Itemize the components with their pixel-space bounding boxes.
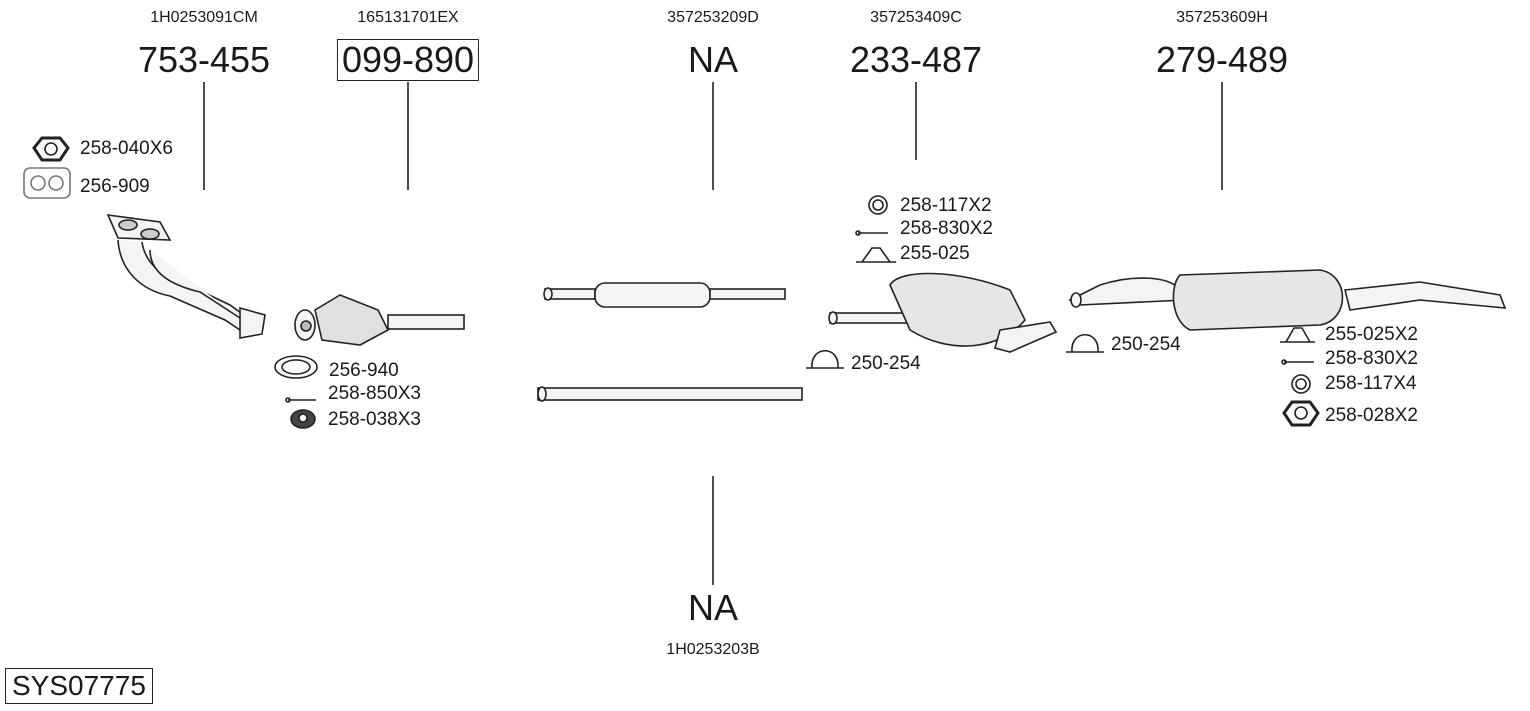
ring-gasket-icon — [274, 355, 318, 379]
exhaust-manifold — [106, 214, 266, 339]
system-id: SYS07775 — [5, 668, 153, 704]
accessory-label[interactable]: 258-040X6 — [80, 138, 173, 159]
bolt-icon — [285, 397, 316, 403]
accessory-label[interactable]: 258-830X2 — [1325, 348, 1418, 369]
leader-lines — [203, 82, 1223, 585]
oe-number: 1H0253203B — [666, 641, 760, 658]
oe-number: 357253409C — [870, 9, 962, 26]
rubber-mount-icon — [1280, 327, 1315, 343]
accessory-label[interactable]: 258-028X2 — [1325, 405, 1418, 426]
accessory-label[interactable]: 258-850X3 — [328, 383, 421, 404]
accessory-label[interactable]: 256-940 — [329, 360, 399, 381]
clamp-icon — [1066, 334, 1104, 353]
nut-icon — [1282, 400, 1320, 427]
intermediate-pipe — [537, 386, 803, 402]
rubber-mount-icon — [856, 247, 896, 263]
bolt-icon — [1281, 359, 1314, 365]
accessory-label[interactable]: 255-025 — [900, 243, 970, 264]
part-number[interactable]: 753-455 — [137, 39, 271, 80]
accessory-label[interactable]: 258-117X4 — [1325, 373, 1417, 394]
flange-nut-icon — [290, 409, 316, 429]
oe-number: 357253609H — [1176, 9, 1268, 26]
accessory-label[interactable]: 250-254 — [851, 353, 921, 374]
oe-number: 1H0253091CM — [150, 9, 258, 26]
part-number-highlighted[interactable]: 099-890 — [336, 39, 480, 81]
accessory-label[interactable]: 255-025X2 — [1325, 324, 1418, 345]
clamp-icon — [806, 350, 844, 369]
oe-number: 165131701EX — [357, 9, 459, 26]
accessory-label[interactable]: 258-038X3 — [328, 409, 421, 430]
part-number[interactable]: 279-489 — [1155, 39, 1289, 80]
front-silencer — [543, 282, 786, 308]
accessory-label[interactable]: 250-254 — [1111, 334, 1181, 355]
oe-number: 357253209D — [667, 9, 759, 26]
part-number[interactable]: NA — [687, 587, 739, 628]
part-number[interactable]: 233-487 — [849, 39, 983, 80]
part-number[interactable]: NA — [687, 39, 739, 80]
gasket-icon — [23, 167, 71, 199]
catalytic-converter — [294, 294, 465, 346]
bolt-icon — [855, 230, 888, 236]
center-silencer — [828, 272, 1058, 353]
accessory-label[interactable]: 258-830X2 — [900, 218, 993, 239]
rear-silencer — [1068, 269, 1507, 331]
accessory-label[interactable]: 258-117X2 — [900, 195, 992, 216]
nut-icon — [32, 136, 70, 162]
washer-icon — [1291, 374, 1311, 394]
washer-icon — [868, 195, 888, 215]
accessory-label[interactable]: 256-909 — [80, 176, 150, 197]
